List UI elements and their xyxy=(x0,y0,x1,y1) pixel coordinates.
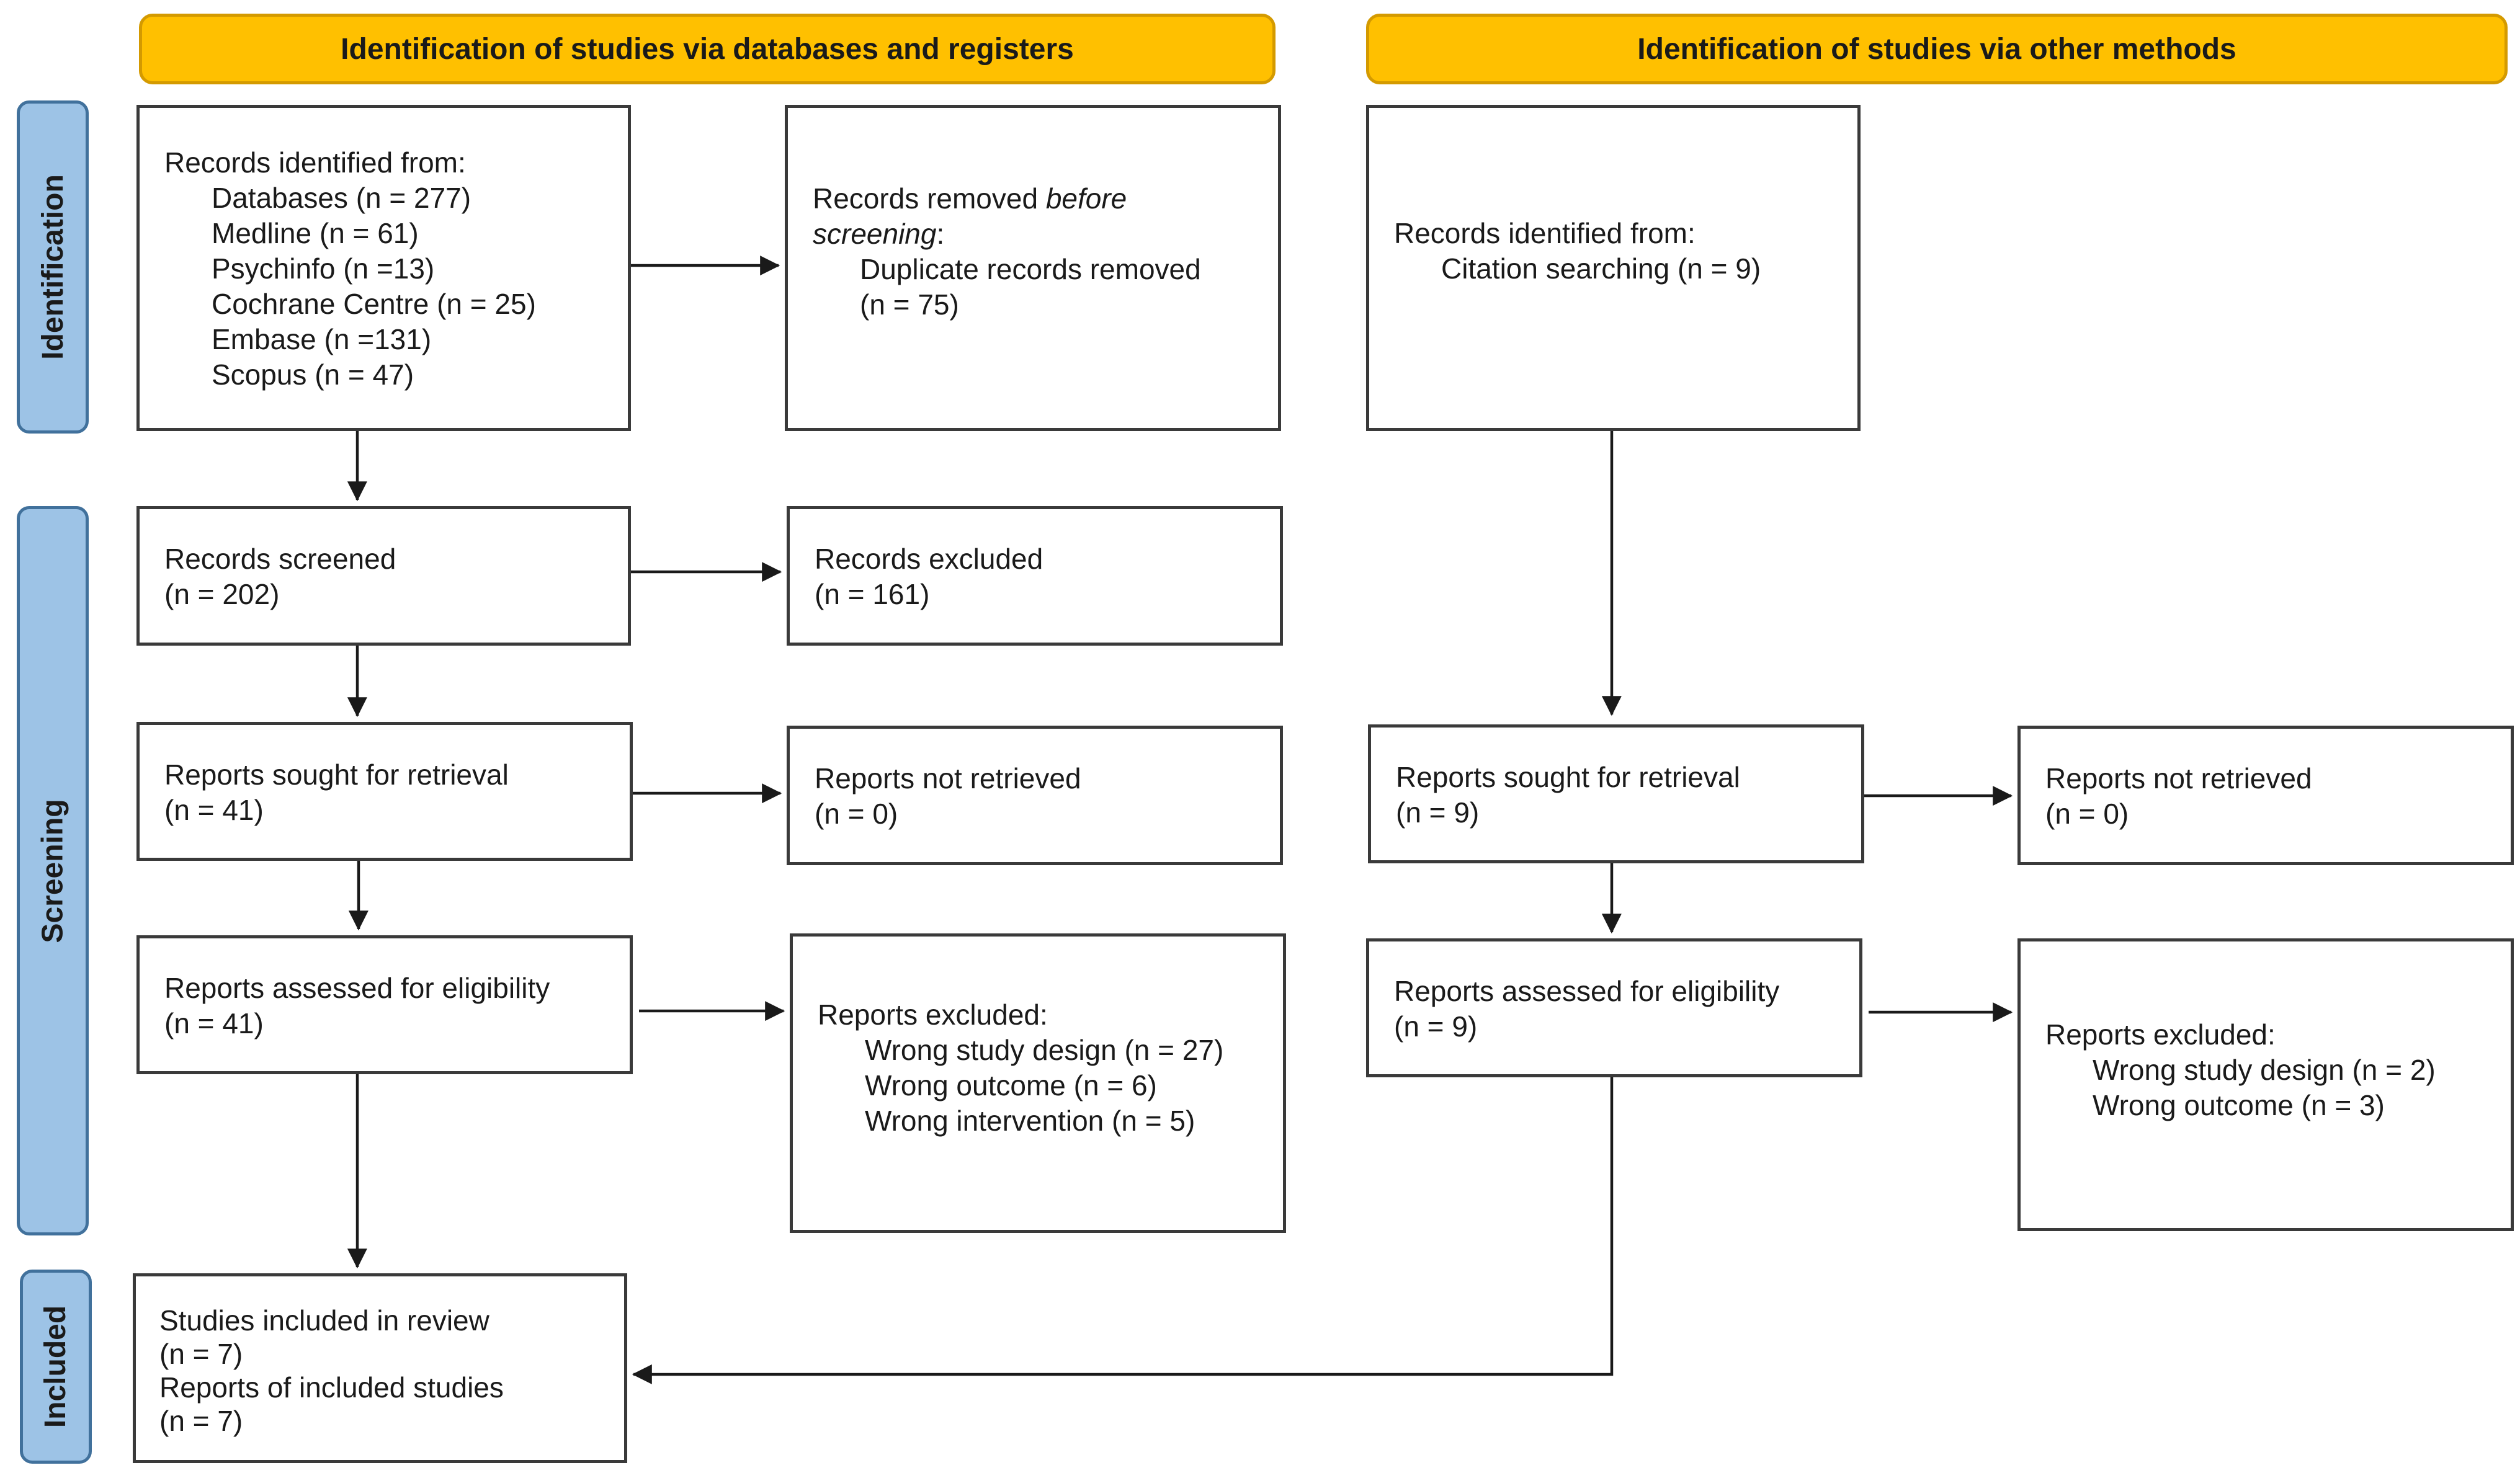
other-reports-excluded-box: Reports excluded: Wrong study design (n … xyxy=(2017,938,2514,1231)
db-screened-title: Records screened xyxy=(164,543,396,575)
db-removed-count: (n = 75) xyxy=(860,288,959,321)
other-reports-assessed-box: Reports assessed for eligibility (n = 9) xyxy=(1366,938,1862,1077)
other-reports-not-retrieved-box: Reports not retrieved (n = 0) xyxy=(2017,726,2514,865)
db-removed-colon: : xyxy=(936,218,945,250)
db-identified-line: Cochrane Centre (n = 25) xyxy=(212,288,536,320)
other-reports-excluded-line: Wrong outcome (n = 3) xyxy=(2093,1089,2385,1121)
db-records-removed-box: Records removed before screening: Duplic… xyxy=(785,105,1281,431)
db-reports-excluded-line: Wrong outcome (n = 6) xyxy=(865,1069,1157,1101)
db-reports-excluded-box: Reports excluded: Wrong study design (n … xyxy=(790,933,1286,1233)
included-reports-title: Reports of included studies xyxy=(159,1371,504,1404)
included-studies-count: (n = 7) xyxy=(159,1338,243,1370)
db-screened-count: (n = 202) xyxy=(164,578,280,610)
other-not-retrieved-count: (n = 0) xyxy=(2045,798,2129,830)
db-records-excluded-box: Records excluded (n = 161) xyxy=(787,506,1283,646)
phase-identification: Identification xyxy=(17,100,89,434)
db-assessed-count: (n = 41) xyxy=(164,1007,264,1039)
included-studies-title: Studies included in review xyxy=(159,1304,489,1337)
phase-included: Included xyxy=(20,1270,92,1464)
other-sought-count: (n = 9) xyxy=(1396,796,1480,829)
db-records-identified-box: Records identified from: Databases (n = … xyxy=(136,105,631,431)
other-assessed-title: Reports assessed for eligibility xyxy=(1394,975,1780,1007)
db-records-screened-box: Records screened (n = 202) xyxy=(136,506,631,646)
phase-screening: Screening xyxy=(17,506,89,1235)
db-sought-count: (n = 41) xyxy=(164,794,264,826)
db-reports-excluded-title: Reports excluded: xyxy=(818,999,1048,1031)
db-excluded-title: Records excluded xyxy=(815,543,1043,575)
other-reports-excluded-title: Reports excluded: xyxy=(2045,1018,2276,1051)
db-reports-excluded-line: Wrong study design (n = 27) xyxy=(865,1034,1224,1066)
db-identified-title: Records identified from: xyxy=(164,146,466,179)
db-identified-line: Medline (n = 61) xyxy=(212,217,419,249)
db-removed-heading: Records removed before xyxy=(813,181,1278,216)
db-removed-prefix: Records removed xyxy=(813,182,1046,215)
db-removed-italic-screening: screening xyxy=(813,218,937,250)
other-reports-excluded-line: Wrong study design (n = 2) xyxy=(2093,1054,2436,1086)
other-sought-title: Reports sought for retrieval xyxy=(1396,761,1740,793)
db-reports-assessed-box: Reports assessed for eligibility (n = 41… xyxy=(136,935,633,1074)
header-databases-registers: Identification of studies via databases … xyxy=(139,14,1276,84)
db-removed-duplicates: Duplicate records removed xyxy=(860,253,1201,285)
db-reports-not-retrieved-box: Reports not retrieved (n = 0) xyxy=(787,726,1283,865)
studies-included-box: Studies included in review (n = 7) Repor… xyxy=(133,1273,627,1463)
db-identified-line: Psychinfo (n =13) xyxy=(212,252,435,285)
db-reports-excluded-line: Wrong intervention (n = 5) xyxy=(865,1105,1195,1137)
db-removed-heading-2: screening: xyxy=(813,216,1278,252)
included-reports-count: (n = 7) xyxy=(159,1405,243,1437)
arrow-other-assessed-to-included xyxy=(632,1077,1614,1384)
db-not-retrieved-count: (n = 0) xyxy=(815,798,898,830)
db-identified-line: Embase (n =131) xyxy=(212,323,432,355)
other-identified-title: Records identified from: xyxy=(1394,217,1696,249)
db-assessed-title: Reports assessed for eligibility xyxy=(164,972,550,1004)
db-excluded-count: (n = 161) xyxy=(815,578,930,610)
header-other-methods: Identification of studies via other meth… xyxy=(1366,14,2508,84)
db-sought-title: Reports sought for retrieval xyxy=(164,759,509,791)
db-reports-sought-box: Reports sought for retrieval (n = 41) xyxy=(136,722,633,861)
other-identified-citation: Citation searching (n = 9) xyxy=(1441,252,1761,285)
other-records-identified-box: Records identified from: Citation search… xyxy=(1366,105,1861,431)
db-removed-italic-before: before xyxy=(1045,182,1127,215)
db-identified-line: Scopus (n = 47) xyxy=(212,358,414,391)
other-assessed-count: (n = 9) xyxy=(1394,1010,1478,1043)
db-identified-line: Databases (n = 277) xyxy=(212,182,471,214)
other-reports-sought-box: Reports sought for retrieval (n = 9) xyxy=(1368,724,1864,863)
other-not-retrieved-title: Reports not retrieved xyxy=(2045,762,2312,794)
db-not-retrieved-title: Reports not retrieved xyxy=(815,762,1081,794)
